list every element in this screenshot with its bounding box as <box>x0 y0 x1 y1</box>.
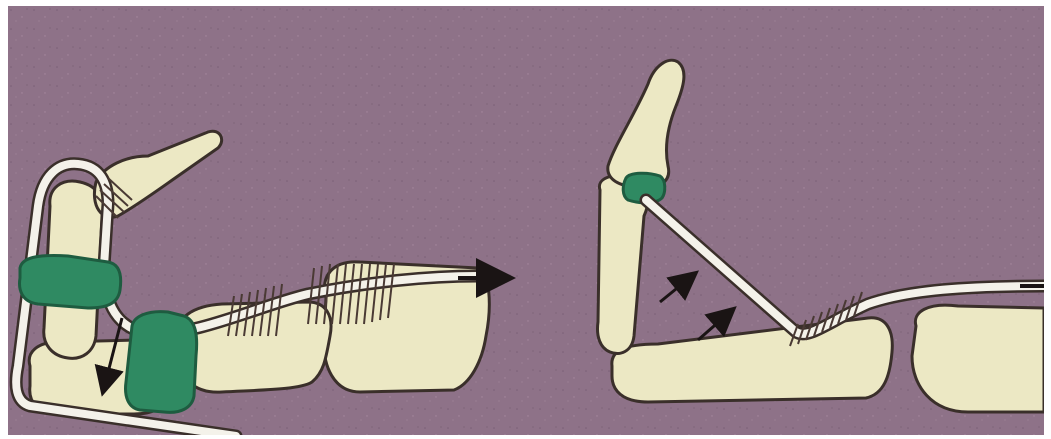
pulley-a2 <box>126 312 197 413</box>
right-metacarpal-bone <box>912 305 1044 412</box>
illustration-plate <box>8 6 1044 435</box>
pulley-a4 <box>20 256 121 309</box>
tendon-reconstruction-illustration <box>8 6 1044 435</box>
